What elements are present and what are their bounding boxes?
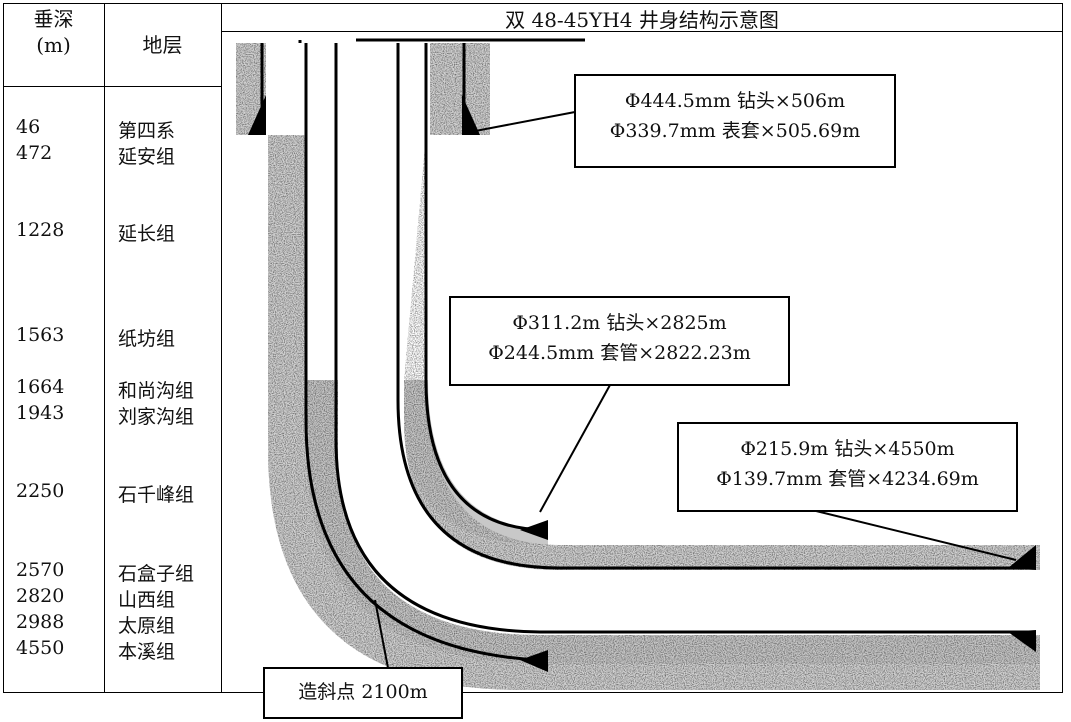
depth-value: 2820 (16, 585, 65, 607)
kickoff-point-callout: 造斜点 2100m (263, 667, 463, 719)
depth-value: 2988 (16, 611, 65, 633)
intermediate-casing-outer (304, 43, 541, 662)
depth-value: 2570 (16, 559, 65, 581)
callout-leaders (374, 111, 1017, 669)
intermediate-shoe-lower (520, 650, 548, 672)
intermediate-callout-leader (539, 384, 611, 513)
cement-sheath (236, 43, 1040, 690)
formation-name: 山西组 (118, 589, 176, 611)
formation-name: 太原组 (118, 615, 176, 637)
surface-shoe-right (462, 95, 480, 135)
formation-name: 延安组 (118, 146, 176, 168)
production-casing-lower (334, 43, 1030, 634)
formation-name: 石盒子组 (118, 563, 195, 585)
depth-column-header: 垂深 (m) (33, 7, 74, 57)
production-casing-upper (396, 43, 1030, 570)
formation-column-header: 地层 (142, 33, 183, 57)
formation-name: 第四系 (118, 120, 176, 142)
surface-casing-callout: Φ444.5mm 钻头×506m Φ339.7mm 表套×505.69m (574, 74, 896, 168)
depth-value: 1664 (16, 376, 65, 398)
title-divider (221, 31, 1063, 32)
formation-name: 延长组 (118, 223, 176, 245)
header-divider (3, 86, 221, 87)
depth-value: 472 (16, 142, 53, 164)
depth-value: 1228 (16, 219, 65, 241)
surface-callout-leader (469, 111, 576, 133)
depth-value: 2250 (16, 480, 65, 502)
surface-shoe-left (248, 95, 266, 135)
casing-shoes (248, 95, 1036, 672)
depth-value: 4550 (16, 637, 65, 659)
production-callout-leader (811, 509, 1017, 561)
production-shoe-upper (1008, 545, 1036, 570)
formation-name: 纸坊组 (118, 328, 176, 350)
intermediate-casing-callout: Φ311.2m 钻头×2825m Φ244.5mm 套管×2822.23m (449, 296, 790, 386)
formation-name: 刘家沟组 (118, 406, 195, 428)
production-casing-callout: Φ215.9m 钻头×4550m Φ139.7mm 套管×4234.69m (677, 422, 1018, 512)
production-shoe-lower (1008, 630, 1036, 652)
kickoff-callout-leader (374, 599, 389, 669)
formation-name: 和尚沟组 (118, 380, 195, 402)
formation-name: 石千峰组 (118, 484, 195, 506)
depth-value: 1943 (16, 402, 65, 424)
depth-value: 1563 (16, 324, 65, 346)
table-frame (3, 3, 1063, 693)
intermediate-casing-inner (424, 43, 546, 532)
diagram-title: 双 48-45YH4 井身结构示意图 (505, 8, 779, 32)
depth-value: 46 (16, 116, 41, 138)
column-divider-1 (104, 3, 105, 693)
formation-name: 本溪组 (118, 641, 176, 663)
casing-strings (260, 38, 1030, 662)
column-divider-2 (221, 3, 222, 693)
intermediate-shoe-upper (520, 520, 548, 540)
